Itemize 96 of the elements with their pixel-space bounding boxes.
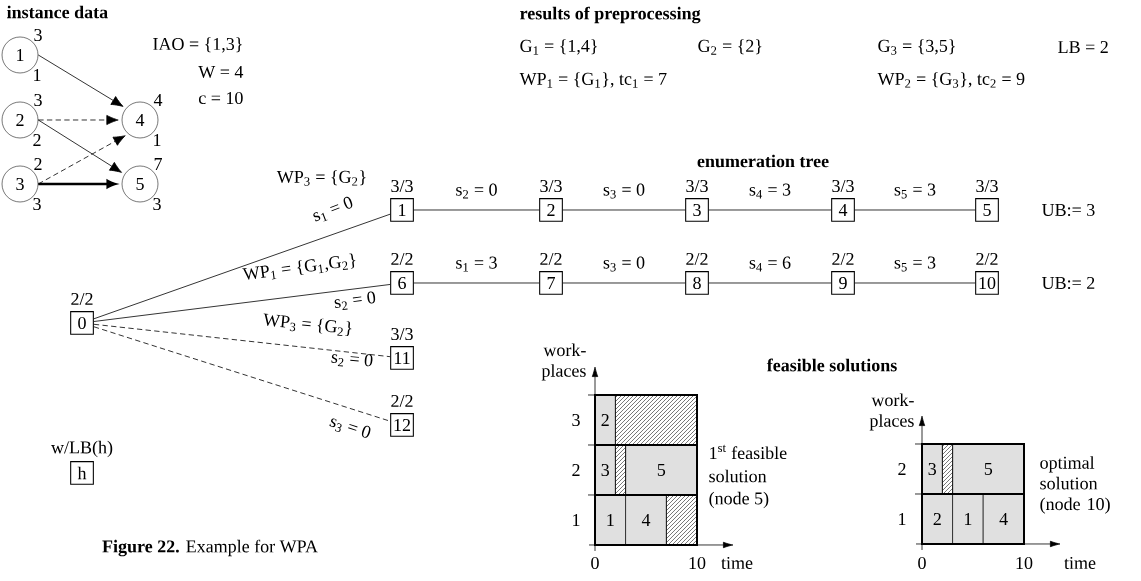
node-bound: 3/3 (391, 179, 413, 193)
edge-label: s$_{5}$ = 3 (894, 256, 936, 272)
edge-label: s$_{1}$ = 0 (313, 196, 353, 222)
node-bound: 2/2 (71, 292, 93, 305)
tree-edge (562, 209, 686, 211)
label-text: UB:= 3 (1042, 203, 1095, 217)
tree-node-box: 12 (390, 413, 414, 437)
edge-label: s$_{3}$ = 0 (329, 418, 371, 438)
label-text: 3 (572, 413, 580, 426)
edge-label: s$_{2}$ = 0 (331, 354, 373, 367)
node-bound: 2/2 (976, 252, 998, 266)
arrow (37, 54, 124, 107)
tree-edge (93, 213, 391, 320)
label-text: time (721, 556, 753, 569)
tree-node-box: 11 (390, 346, 414, 370)
edge-label: s$_{1}$ = 3 (456, 256, 497, 272)
label-text: G$_{3}$ = {3,5} (878, 39, 955, 55)
task-block: 2 (921, 493, 953, 545)
label-text: optimal solution (node 10) (1040, 456, 1110, 514)
label-text: 10 (689, 556, 706, 570)
tree-edge (708, 282, 832, 284)
heading: enumeration tree (697, 154, 829, 168)
task-block: 4 (982, 493, 1025, 545)
label-text: work- places (869, 393, 914, 431)
label-text: 0 (591, 556, 599, 570)
tree-node-box: 4 (831, 198, 855, 222)
label-text: (node 5) (709, 491, 769, 509)
label-text: 10 (1016, 556, 1033, 570)
heading: feasible solutions (766, 358, 897, 372)
label-text: 2 (572, 464, 580, 476)
edge-label: s$_{4}$ = 3 (749, 183, 791, 199)
tree-edge (854, 209, 976, 211)
arrow (37, 119, 122, 173)
label-text: WP$_{3}$ = {G$_{2}$} (276, 170, 366, 186)
node-bound: 3/3 (686, 179, 708, 193)
edge-label: s$_{2}$ = 0 (456, 183, 497, 199)
tree-edge (93, 326, 391, 422)
caption: Figure 22. Example for WPA (102, 539, 318, 557)
node-bound: 3/3 (832, 179, 854, 193)
label-text: UB:= 2 (1042, 276, 1095, 290)
edge-label: s$_{3}$ = 0 (603, 183, 645, 199)
node-bound: 2/2 (832, 252, 854, 266)
task-block: 5 (625, 444, 698, 496)
label-text: IAO = {1,3} (153, 37, 242, 53)
label-text: W = 4 (198, 65, 244, 79)
node-bound: w/LB(h) (51, 440, 113, 458)
label-text: WP$_{3}$ = {G$_{2}$} (263, 313, 352, 337)
task-block: 1 (594, 494, 626, 546)
tree-edge (413, 282, 540, 284)
tree-node-box: 7 (539, 271, 563, 295)
edge-label: s$_{4}$ = 6 (749, 256, 791, 272)
tree-node-box: h (70, 461, 94, 485)
tree-edge (93, 284, 391, 322)
label-text: WP$_{1}$ = {G$_{1}$}, tc$_{1}$ = 7 (519, 72, 667, 88)
node-bound: 2/2 (540, 252, 562, 266)
node-bound: 3/3 (391, 327, 413, 341)
label-text: 0 (918, 556, 926, 570)
tree-node-box: 6 (390, 271, 414, 295)
tree-node-box: 3 (685, 198, 709, 222)
label-text: 1 (899, 513, 906, 525)
tree-node-box: 9 (831, 271, 855, 295)
arrow (37, 114, 119, 125)
tree-edge (708, 209, 832, 211)
tree-edge (562, 282, 686, 284)
label-text: c = 10 (198, 91, 243, 105)
node-bound: 3/3 (540, 179, 562, 193)
label-text: 2 (898, 463, 906, 475)
edge-label: s$_{5}$ = 3 (894, 183, 936, 199)
tree-edge (413, 209, 540, 211)
tree-node-box: 10 (975, 271, 999, 295)
label-text: time (1064, 556, 1096, 569)
edge-label: s$_{3}$ = 0 (603, 256, 645, 272)
tree-node-box: 1 (390, 198, 414, 222)
tree-node-box: 8 (685, 271, 709, 295)
node-bound: 2/2 (391, 252, 413, 266)
node-bound: 3/3 (976, 179, 998, 193)
label-text: LB = 2 (1058, 41, 1108, 53)
tree-node-box: 5 (975, 198, 999, 222)
task-block: 4 (625, 494, 667, 546)
label-text: G$_{1}$ = {1,4} (520, 39, 597, 55)
label-text: WP$_{2}$ = {G$_{3}$}, tc$_{2}$ = 9 (877, 72, 1025, 88)
label-text: 1 (573, 514, 580, 526)
arrow (37, 135, 126, 185)
label-text: WP$_{1}$ = {G$_{1}$,G$_{2}$} (242, 253, 356, 280)
heading: instance data (7, 5, 108, 19)
task-block: 1 (952, 493, 984, 545)
label-text: G$_{2}$ = {2} (698, 39, 762, 55)
label-text: work- places (541, 343, 586, 381)
node-bound: 2/2 (391, 394, 413, 407)
heading: results of preprocessing (520, 6, 701, 24)
tree-node-box: 2 (539, 198, 563, 222)
edge-label: s$_{2}$ = 0 (334, 291, 376, 311)
tree-node-box: 0 (70, 311, 94, 335)
node-bound: 2/2 (686, 252, 708, 266)
tree-edge (854, 282, 976, 284)
label-text: solution (709, 469, 767, 483)
